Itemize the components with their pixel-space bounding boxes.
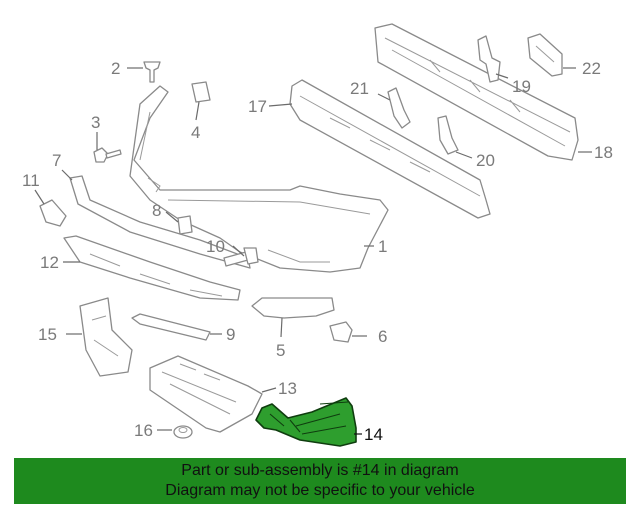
part-2-push-clip[interactable] [143, 61, 161, 83]
part-8-clip[interactable] [177, 215, 193, 235]
callout-3: 3 [91, 113, 100, 132]
callout-15: 15 [38, 325, 57, 344]
part-5-bracket[interactable] [251, 297, 335, 319]
banner-line-disclaimer: Diagram may not be specific to your vehi… [165, 482, 475, 499]
part-21-bracket[interactable] [387, 87, 411, 129]
callout-16: 16 [134, 421, 153, 440]
banner-line-part: Part or sub-assembly is #14 in diagram [181, 462, 459, 479]
part-14-highlighted[interactable] [255, 397, 357, 447]
callout-labels: 1 2 3 4 5 6 7 8 9 10 11 12 13 14 15 16 1… [22, 59, 613, 444]
part-12-lower-diffuser[interactable] [63, 235, 241, 301]
part-17-energy-absorber[interactable] [289, 79, 491, 219]
callout-13: 13 [278, 379, 297, 398]
part-9-reflector[interactable] [131, 313, 211, 341]
callout-19: 19 [512, 77, 531, 96]
callout-7: 7 [52, 151, 61, 170]
callout-21: 21 [350, 79, 369, 98]
part-15-side-bracket[interactable] [79, 297, 133, 377]
callout-20: 20 [476, 151, 495, 170]
callout-9: 9 [226, 325, 235, 344]
callout-8: 8 [152, 201, 161, 220]
callout-2: 2 [111, 59, 120, 78]
part-16-grommet[interactable] [173, 425, 193, 439]
part-20-bracket[interactable] [437, 115, 459, 155]
part-18-reinforcement-beam[interactable] [374, 23, 579, 161]
callout-1: 1 [378, 237, 387, 256]
part-3-bolt[interactable] [93, 147, 122, 163]
callout-14: 14 [364, 425, 383, 444]
callout-22: 22 [582, 59, 601, 78]
part-10-bolt[interactable] [223, 247, 259, 267]
callout-4: 4 [191, 123, 200, 142]
callout-6: 6 [378, 327, 387, 346]
part-4-bracket[interactable] [191, 81, 211, 103]
callout-18: 18 [594, 143, 613, 162]
leader-lines [34, 67, 592, 435]
part-6-bolt[interactable] [329, 321, 353, 343]
callout-17: 17 [248, 97, 267, 116]
part-info-banner: Part or sub-assembly is #14 in diagram D… [14, 458, 626, 504]
parts-diagram: 1 2 3 4 5 6 7 8 9 10 11 12 13 14 15 16 1… [22, 23, 613, 447]
part-22-bracket[interactable] [527, 33, 563, 77]
part-1-bumper-cover[interactable] [129, 85, 389, 273]
callout-5: 5 [276, 341, 285, 360]
part-19-bracket[interactable] [477, 35, 501, 83]
part-11-bracket[interactable] [39, 199, 67, 227]
callout-10: 10 [206, 237, 225, 256]
part-13-splash-shield[interactable] [149, 355, 263, 433]
callout-11: 11 [22, 171, 40, 190]
callout-12: 12 [40, 253, 59, 272]
